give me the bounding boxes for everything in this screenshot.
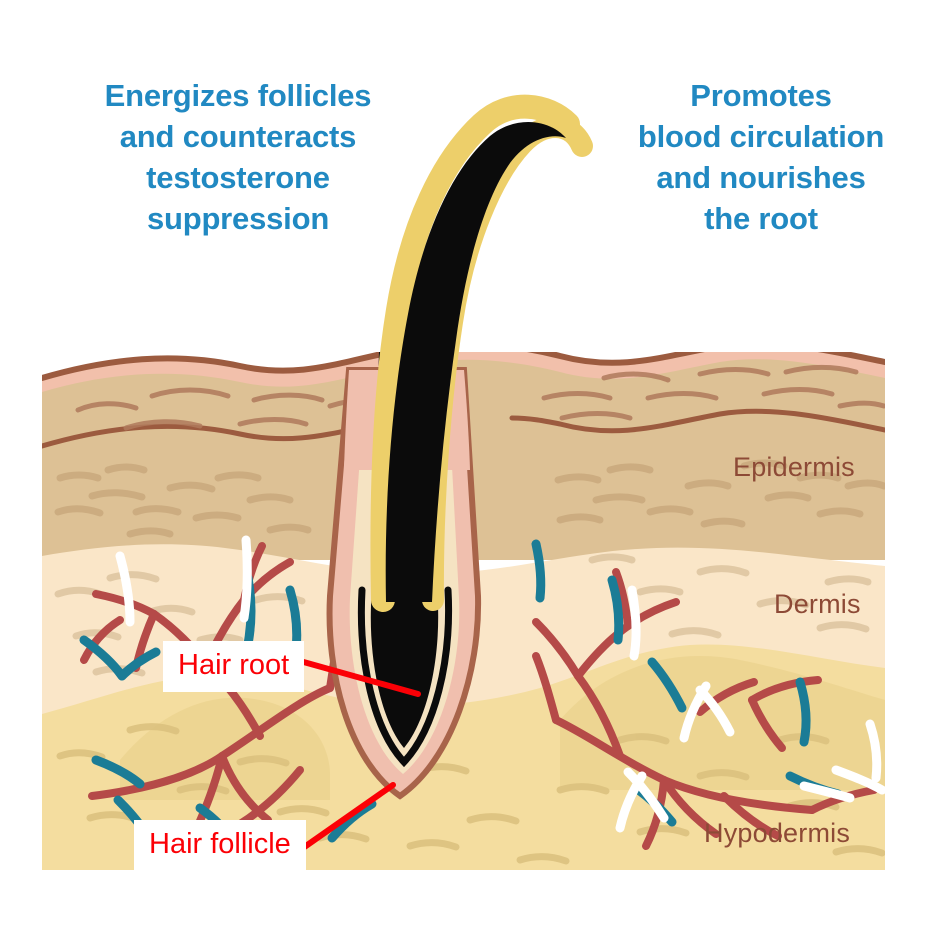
callout-hair-root: Hair root <box>163 641 305 692</box>
layer-label-hypodermis: Hypodermis <box>704 818 851 848</box>
skin-surface-outline <box>42 352 885 381</box>
hair-shaft <box>385 121 566 603</box>
layer-label-epidermis: Epidermis <box>733 452 855 482</box>
callout-hair-follicle: Hair follicle <box>134 820 306 871</box>
hair-root-leader-line <box>297 658 421 697</box>
epidermis-texture-marks <box>54 459 885 538</box>
stratum-texture-marks <box>75 365 885 431</box>
hair-cuticle-left <box>370 94 580 612</box>
benefit-text-right: Promotes blood circulation and nourishes… <box>637 78 885 236</box>
benefit-text-left: Energizes follicles and counteracts test… <box>104 78 372 236</box>
nerve-fibers <box>115 535 885 833</box>
follicle-inner-outline <box>357 586 453 768</box>
dermis-texture-marks <box>54 553 872 677</box>
skin-block <box>42 352 885 870</box>
layer-label-dermis: Dermis <box>774 589 861 619</box>
hair-follicle-leader-line <box>300 782 396 851</box>
